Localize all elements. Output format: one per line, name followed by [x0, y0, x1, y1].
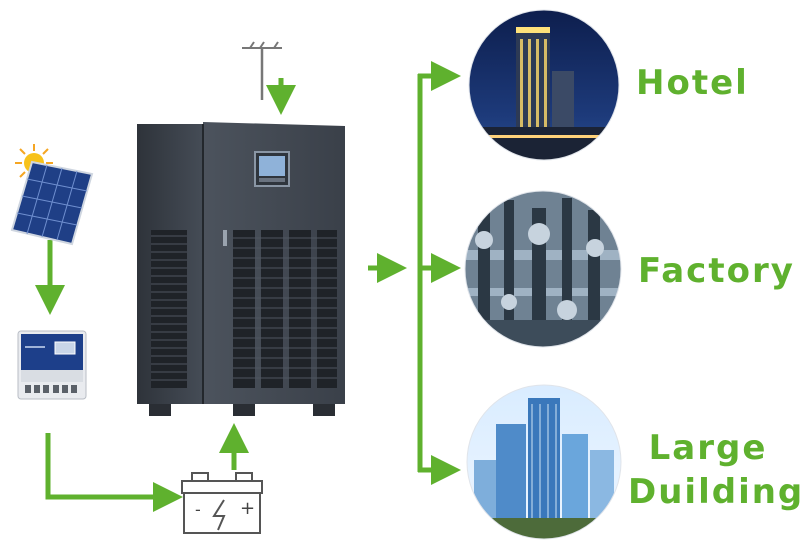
city-skyline-photo — [466, 384, 622, 540]
charge-controller-icon — [17, 330, 87, 400]
battery-minus-sign: - — [195, 500, 201, 519]
destination-label-hotel: Hotel — [636, 63, 749, 103]
destination-label-large-building: Large Duilding — [628, 428, 800, 512]
hotel-building-photo — [468, 9, 620, 161]
solar-panel-icon — [10, 160, 94, 246]
battery-icon — [181, 472, 263, 534]
factory-pipes-photo — [464, 190, 622, 348]
destination-label-factory: Factory — [638, 251, 795, 291]
battery-plus-sign: + — [240, 498, 256, 519]
arrow-controller-to-battery — [45, 433, 183, 512]
inverter-cabinet-icon — [137, 122, 345, 416]
utility-pole-icon — [242, 41, 282, 100]
